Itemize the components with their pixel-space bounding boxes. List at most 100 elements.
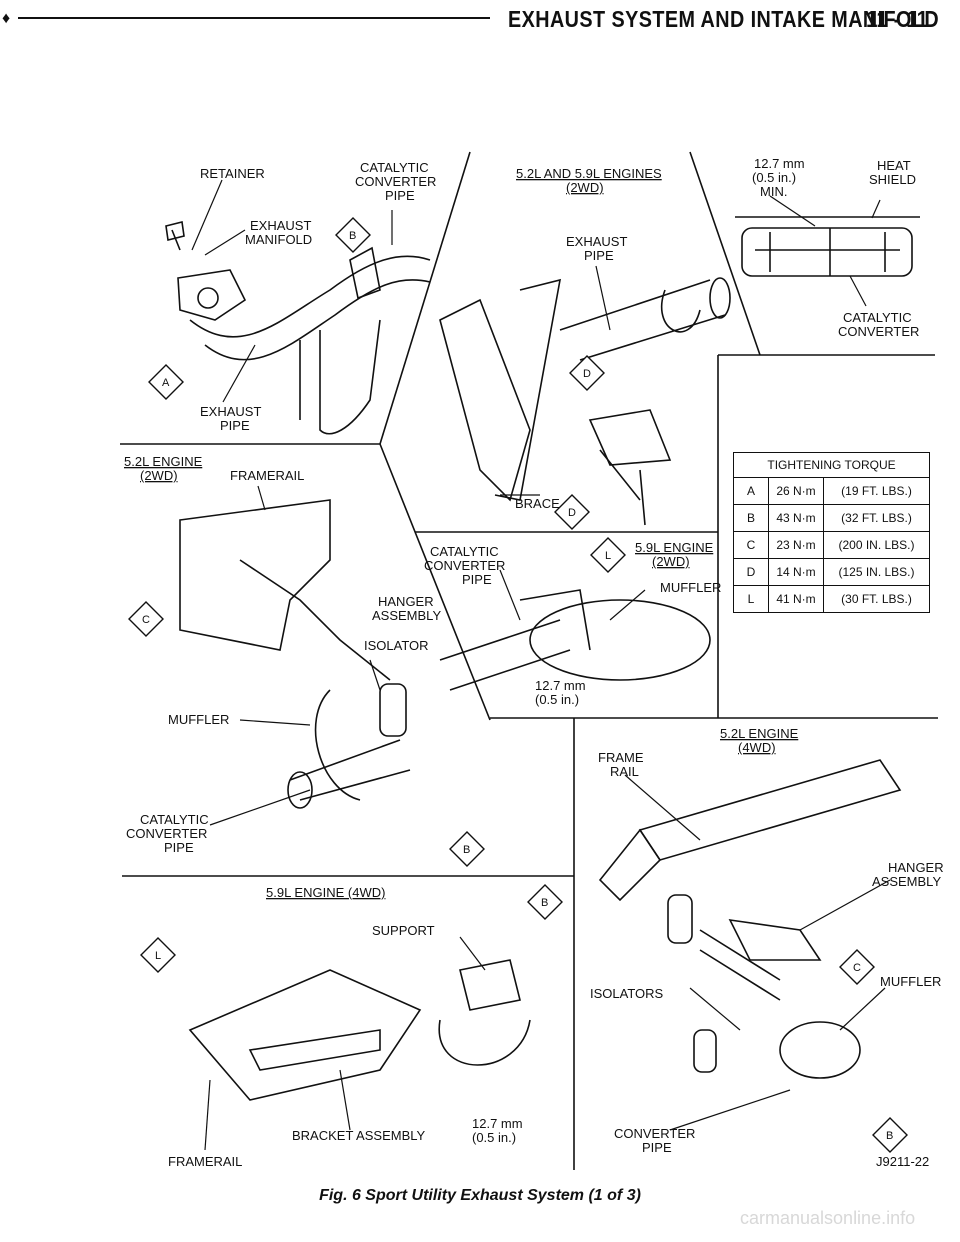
callout-c-mid-left: C (128, 601, 164, 637)
label-pipe-1: PIPE (385, 188, 415, 203)
svg-text:C: C (853, 962, 861, 974)
divider-diag-3 (689, 151, 761, 356)
br-hanger (728, 918, 822, 961)
label-isolator: ISOLATOR (364, 638, 429, 653)
table-row: B 43 N·m (32 FT. LBS.) (733, 504, 930, 532)
page-number: 11 - 11 (866, 6, 929, 32)
br-frame-2 (598, 828, 662, 902)
label-rail: RAIL (610, 764, 639, 779)
torque-imperial: (19 FT. LBS.) (823, 477, 930, 505)
tc-rod (599, 449, 646, 526)
torque-imperial: (30 FT. LBS.) (823, 585, 930, 613)
label-muffler-2: MUFFLER (660, 580, 721, 595)
callout-l-mid-center: L (590, 537, 626, 573)
tl-bolt (165, 221, 185, 251)
callout-a-top-left: A (148, 364, 184, 400)
svg-text:D: D (568, 507, 576, 519)
divider-diag-2 (379, 443, 491, 721)
watermark-footer: carmanualsonline.info (740, 1208, 916, 1228)
label-exhaust-3: EXHAUST (566, 234, 627, 249)
label-catalytic-1: CATALYTIC (360, 160, 429, 175)
torque-metric: 41 N·m (768, 585, 824, 613)
callout-c-bottom-right: C (839, 949, 875, 985)
torque-metric: 14 N·m (768, 558, 824, 586)
label-pipe-2: PIPE (220, 418, 250, 433)
svg-text:B: B (541, 897, 548, 909)
label-shield: SHIELD (869, 172, 916, 187)
bl-title: 5.9L ENGINE (4WD) (266, 885, 385, 900)
tc-frame (439, 298, 531, 502)
callout-b-bottom-right: B (872, 1117, 908, 1153)
callout-d-top-center-2: D (554, 494, 590, 530)
ml-title: 5.2L ENGINE (124, 454, 203, 469)
mc-subtitle: (2WD) (652, 554, 690, 569)
label-pipe-4: PIPE (164, 840, 194, 855)
label-dim-4: (0.5 in.) (535, 692, 579, 707)
table-row: L 41 N·m (30 FT. LBS.) (733, 585, 930, 613)
ml-subtitle: (2WD) (140, 468, 178, 483)
torque-imperial: (200 IN. LBS.) (823, 531, 930, 559)
torque-key: A (733, 477, 769, 505)
callout-b-mid-left: B (449, 831, 485, 867)
tc-title: 5.2L AND 5.9L ENGINES (516, 166, 662, 181)
table-row: C 23 N·m (200 IN. LBS.) (733, 531, 930, 559)
ml-muffler-pipe (289, 739, 411, 801)
label-converter-1: CONVERTER (355, 174, 436, 189)
label-catalytic-2: CATALYTIC (843, 310, 912, 325)
torque-imperial: (125 IN. LBS.) (823, 558, 930, 586)
br-isolator-1 (667, 894, 693, 944)
torque-key: D (733, 558, 769, 586)
svg-text:A: A (162, 377, 170, 389)
label-muffler-1: MUFFLER (168, 712, 229, 727)
tc-hanger (588, 409, 672, 466)
torque-metric: 26 N·m (768, 477, 824, 505)
torque-metric: 23 N·m (768, 531, 824, 559)
label-framerail-1: FRAMERAIL (230, 468, 304, 483)
label-retainer: RETAINER (200, 166, 265, 181)
header-marker: ♦ (2, 10, 11, 27)
mc-title: 5.9L ENGINE (635, 540, 714, 555)
label-assembly-1: ASSEMBLY (372, 608, 441, 623)
tr-converter (741, 227, 913, 277)
label-brace: BRACE (515, 496, 560, 511)
ml-framerail (179, 499, 331, 651)
mc-pipe (439, 619, 571, 691)
torque-metric: 43 N·m (768, 504, 824, 532)
divider-diag-1 (379, 151, 471, 445)
label-dim-1: 12.7 mm (754, 156, 805, 171)
label-pipe-6: PIPE (642, 1140, 672, 1155)
label-catalytic-4: CATALYTIC (430, 544, 499, 559)
br-isolator-2 (693, 1029, 717, 1073)
label-dim-5: 12.7 mm (472, 1116, 523, 1131)
tl-flange (177, 269, 247, 321)
svg-text:B: B (349, 230, 356, 242)
figure-id: J9211-22 (876, 1154, 929, 1169)
label-heat: HEAT (877, 158, 911, 173)
label-framerail-2: FRAMERAIL (168, 1154, 242, 1169)
label-manifold: MANIFOLD (245, 232, 312, 247)
svg-text:D: D (583, 368, 591, 380)
bl-framerail (188, 969, 422, 1101)
ml-hanger (239, 559, 391, 681)
svg-text:C: C (142, 614, 150, 626)
label-frame: FRAME (598, 750, 644, 765)
torque-table-title: TIGHTENING TORQUE (733, 452, 930, 478)
tl-pipe-2 (204, 279, 431, 361)
tc-brace (494, 278, 562, 501)
svg-text:L: L (605, 550, 611, 562)
torque-key: B (733, 504, 769, 532)
br-muffler (779, 1021, 861, 1079)
label-support: SUPPORT (372, 923, 435, 938)
tc-pipe-end (709, 277, 731, 319)
label-hanger-1: HANGER (378, 594, 434, 609)
br-frame (638, 759, 902, 861)
tl-pipe (189, 255, 431, 338)
tl-pipe-down (299, 319, 381, 435)
mc-clamp (519, 589, 591, 651)
label-dim-6: (0.5 in.) (472, 1130, 516, 1145)
label-muffler-3: MUFFLER (880, 974, 941, 989)
label-hanger-2: HANGER (888, 860, 944, 875)
mc-muffler (529, 599, 711, 681)
label-converter-2: CONVERTER (838, 324, 919, 339)
